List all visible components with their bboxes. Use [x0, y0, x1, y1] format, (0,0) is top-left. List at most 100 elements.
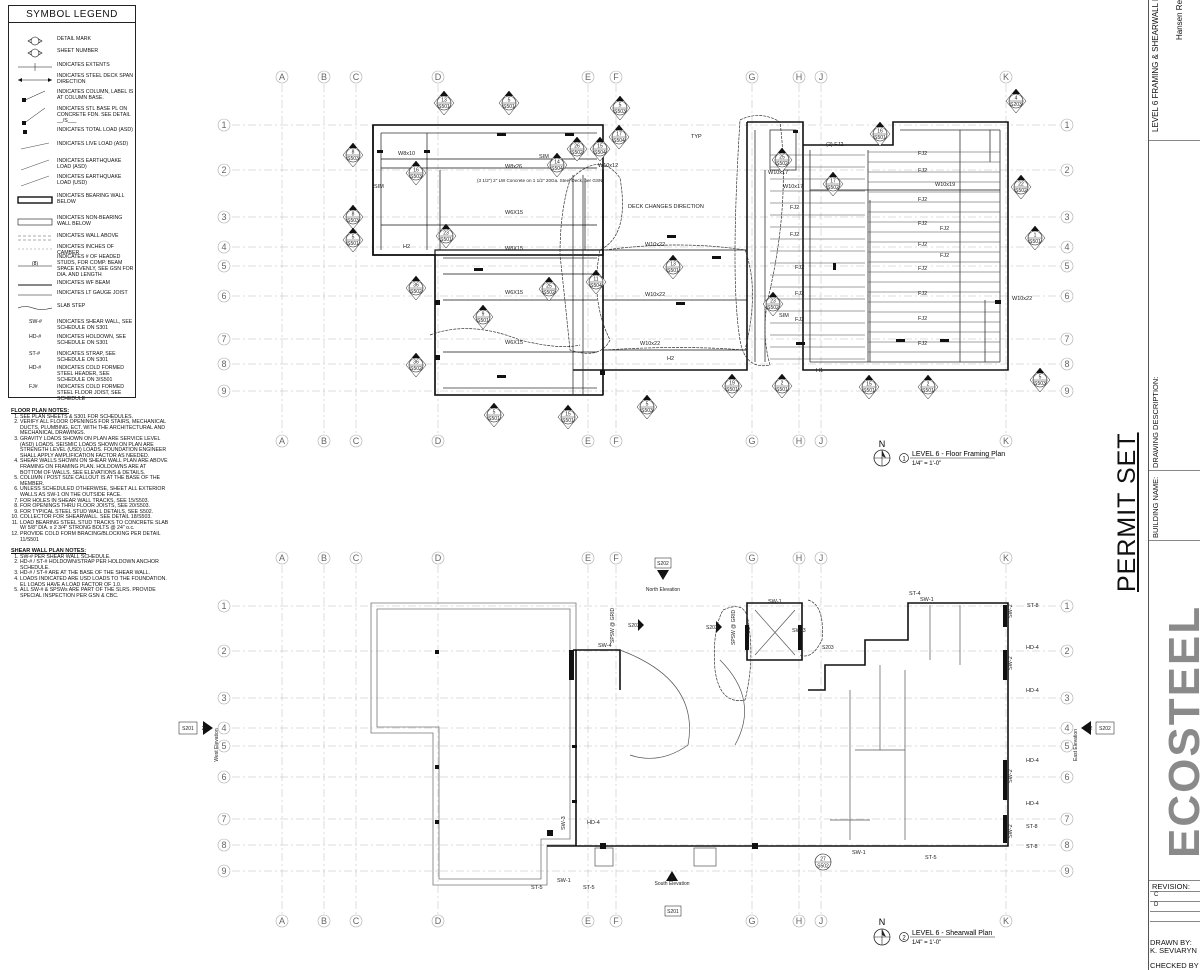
- section-sheet: S504: [551, 166, 563, 172]
- shearwall-tag: ST-8: [1026, 824, 1038, 830]
- grid-column-label: G: [748, 553, 755, 563]
- section-number: 4: [1015, 96, 1018, 102]
- section-sheet: S502: [571, 150, 583, 156]
- grid-column-label: H: [796, 72, 803, 82]
- grid-bubble: [275, 551, 289, 565]
- grid-column-label: B: [321, 72, 327, 82]
- shear-wall-plan-notes: SHEAR WALL PLAN NOTES: SW-# PER SHEAR WA…: [11, 548, 169, 599]
- grid-bubble: [581, 551, 595, 565]
- spsw-arrow-icon: [716, 621, 722, 633]
- base-plate-icon: [15, 106, 55, 125]
- note-item: UNLESS SCHEDULED OTHERWISE, SHEET ALL EX…: [20, 486, 169, 498]
- grid-bubble: [217, 770, 231, 784]
- plan-number-circle: [899, 453, 909, 463]
- grid-bubble: [349, 551, 363, 565]
- section-sheet: S503: [347, 156, 359, 162]
- beam-label: W8x26: [505, 164, 522, 170]
- plan-note: (2) FJ2: [826, 142, 843, 148]
- grid-column-label: H: [796, 436, 803, 446]
- legend-item-text: INDICATES STEEL DECK SPAN DIRECTION: [57, 73, 134, 85]
- grid-row-label: 4: [221, 242, 226, 252]
- elevation-mark: 1: [662, 573, 665, 579]
- joist-label: FJ2: [918, 341, 927, 347]
- camber-icon: [15, 244, 55, 258]
- beam-label: W10x22: [1012, 296, 1032, 302]
- grid-bubble: [1060, 289, 1074, 303]
- holdown-icon: HD-#: [29, 334, 42, 340]
- grid-bubble: [217, 240, 231, 254]
- drawn-by-value: K. SEVIARYN: [1150, 946, 1197, 955]
- section-number: 5: [493, 410, 496, 416]
- section-number: 11: [593, 277, 598, 283]
- note-item: FOR OPENINGS THRU FLOOR JOISTS, SEE 20/S…: [20, 503, 169, 510]
- floor-framing-plan: W8x10W8x26W6X15W8X15W6X15W6X15W10x22W10x…: [342, 88, 1051, 430]
- note-item: HD-# / ST-# HOLDOWN/STRAP PER HOLDOWN AN…: [20, 559, 169, 571]
- shearwall-tag: ST-4: [909, 591, 921, 597]
- grid-column-label: A: [279, 72, 285, 82]
- beam-label: W6X15: [505, 210, 523, 216]
- grid-row-label: 5: [221, 261, 226, 271]
- eq-load-asd-icon: [15, 158, 55, 172]
- grid-bubble: [431, 70, 445, 84]
- grid-bubble: [217, 332, 231, 346]
- deck-note: (3 1/2") 2" LW Concrete on 1 1/2" 20Ga. …: [477, 178, 602, 183]
- grid-column-label: B: [321, 916, 327, 926]
- elevation-sheet: S202: [657, 561, 669, 567]
- grid-bubble: [317, 914, 331, 928]
- section-number: 8: [352, 212, 355, 218]
- grid-bubble: [1060, 384, 1074, 398]
- legend-item-text: INDICATES HOLDOWN, SEE SCHEDULE ON S301: [57, 334, 127, 346]
- wf-beam-icon: [15, 280, 55, 294]
- grid-bubble: [317, 551, 331, 565]
- grid-row-label: 3: [1064, 212, 1069, 222]
- drawing-description-label: DRAWING DESCRIPTION:: [1151, 376, 1160, 468]
- deck-span-icon: [15, 73, 55, 87]
- north-label: N: [879, 439, 886, 449]
- shearwall-tag: ST-8: [1027, 603, 1039, 609]
- section-sheet: S501: [477, 318, 489, 324]
- grid-bubble: [609, 914, 623, 928]
- grid-row-label: 6: [221, 291, 226, 301]
- grid-column-label: G: [748, 72, 755, 82]
- section-sheet: S501: [488, 416, 500, 422]
- section-number: 13: [670, 262, 676, 268]
- joist-label: FJ2: [918, 168, 927, 174]
- elevation-sheet: S202: [1099, 726, 1111, 732]
- drawn-by-label: DRAWN BY:: [1150, 938, 1192, 947]
- headed-studs-icon: (8): [15, 254, 55, 268]
- revision-row: C: [1150, 892, 1200, 902]
- elevation-mark: 2: [671, 876, 674, 882]
- shearwall-tag: ST-8: [1026, 844, 1038, 850]
- note-item: LOAD BEARING STEEL STUD TRACKS TO CONCRE…: [20, 520, 169, 532]
- legend-item-text: INDICATES TOTAL LOAD (ASD): [57, 127, 133, 133]
- grid-bubble: [349, 70, 363, 84]
- section-number: 15: [597, 144, 603, 150]
- note-item: COLLECTOR FOR SHEARWALL. SEE DETAIL 18/S…: [20, 515, 169, 521]
- section-sheet: S501: [667, 268, 679, 274]
- legend-item-text: INDICATES SHEAR WALL, SEE SCHEDULE ON S3…: [57, 319, 133, 331]
- shearwall-tag: SW-2: [1008, 824, 1014, 838]
- section-number: 17: [830, 179, 836, 185]
- shearwall-tag: SW-2: [1008, 769, 1014, 783]
- building-name-label: BUILDING NAME:: [1151, 476, 1160, 538]
- section-sheet: S504: [613, 138, 625, 144]
- grid-bubble: [581, 70, 595, 84]
- grid-row-label: 8: [1064, 840, 1069, 850]
- grid-bubble: [217, 864, 231, 878]
- bearing-wall-icon: [15, 193, 55, 207]
- grid-bubble: [1060, 163, 1074, 177]
- grid-bubble: [431, 434, 445, 448]
- grid-row-label: 7: [1064, 814, 1069, 824]
- note-item: SHEAR WALLS SHOWN ON SHEAR WALL PLAN ARE…: [20, 459, 169, 476]
